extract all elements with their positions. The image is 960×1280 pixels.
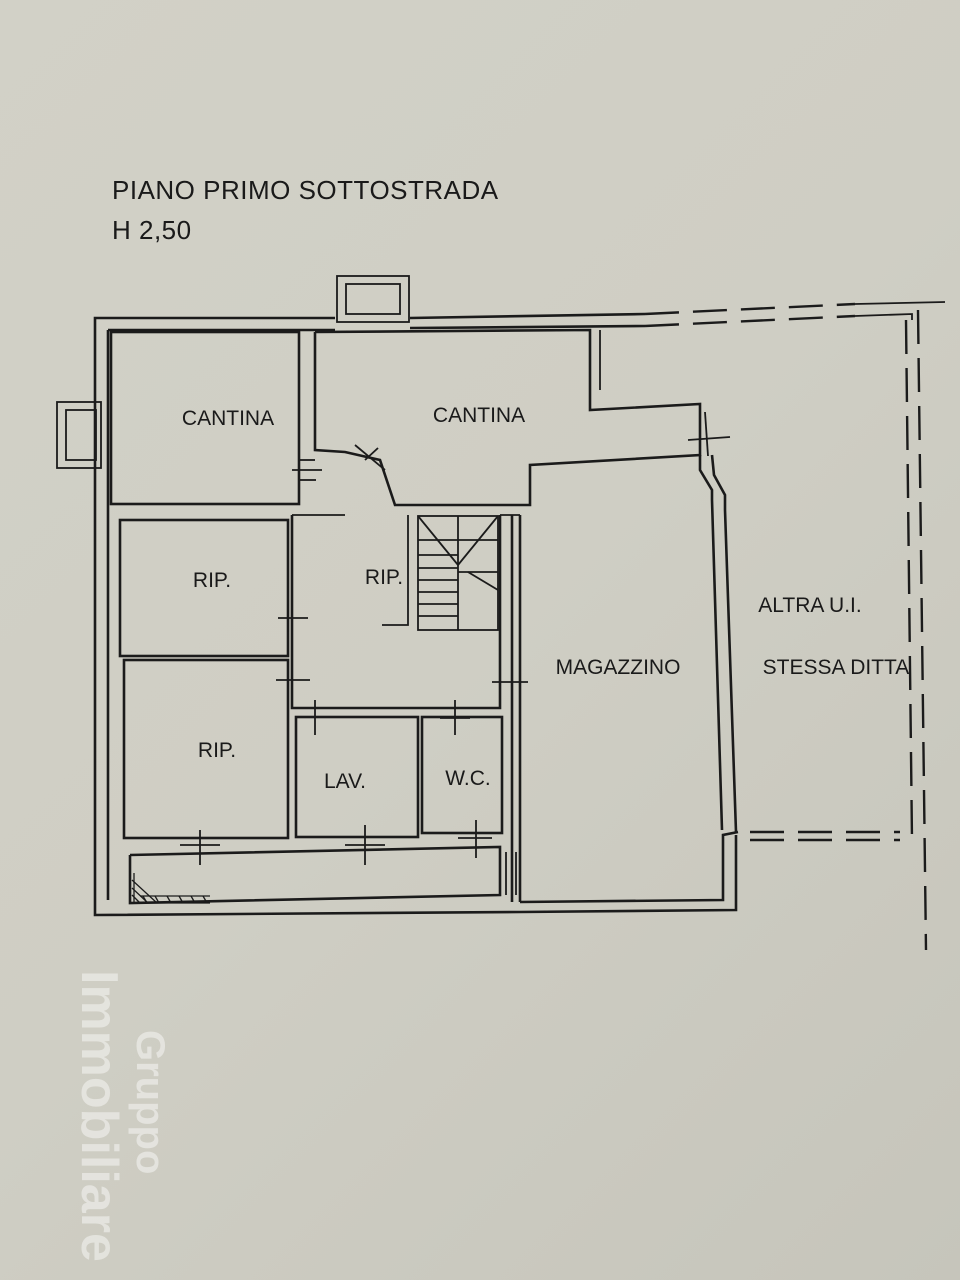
- room-rip-left-top: [118, 518, 290, 658]
- watermark-line1: Gruppo: [128, 1030, 172, 1174]
- height-note: H 2,50: [112, 215, 192, 245]
- top-window: [336, 275, 410, 323]
- label-rip-left-top: RIP.: [193, 569, 231, 592]
- room-wc: [420, 715, 504, 835]
- room-rip-center: [290, 514, 528, 735]
- label-cantina-left: CANTINA: [182, 407, 274, 430]
- label-wc: W.C.: [445, 767, 491, 790]
- plan-title: PIANO PRIMO SOTTOSTRADA: [112, 175, 499, 205]
- label-cantina-center: CANTINA: [433, 404, 525, 427]
- staircase: [417, 515, 499, 631]
- hatch-corner: [131, 873, 210, 904]
- label-rip-left-bottom: RIP.: [198, 739, 236, 762]
- room-cantina-center: [313, 328, 731, 507]
- label-adjacent-line1: ALTRA U.I.: [758, 594, 861, 617]
- adjacent-unit-outline: [644, 301, 946, 951]
- room-lav: [294, 715, 420, 839]
- room-magazzino: [500, 514, 522, 902]
- room-cantina-left: [109, 330, 301, 506]
- outer-walls: [93, 312, 739, 917]
- label-lav: LAV.: [324, 770, 366, 793]
- label-rip-center: RIP.: [365, 566, 403, 589]
- label-magazzino: MAGAZZINO: [556, 656, 681, 679]
- label-adjacent-line2: STESSA DITTA: [763, 656, 910, 679]
- watermark-line2: Immobiliare: [70, 970, 128, 1262]
- bottom-corridor: [128, 845, 517, 905]
- watermark-logo: Immobiliare Gruppo: [70, 970, 172, 1262]
- room-rip-left-bottom: [122, 658, 290, 840]
